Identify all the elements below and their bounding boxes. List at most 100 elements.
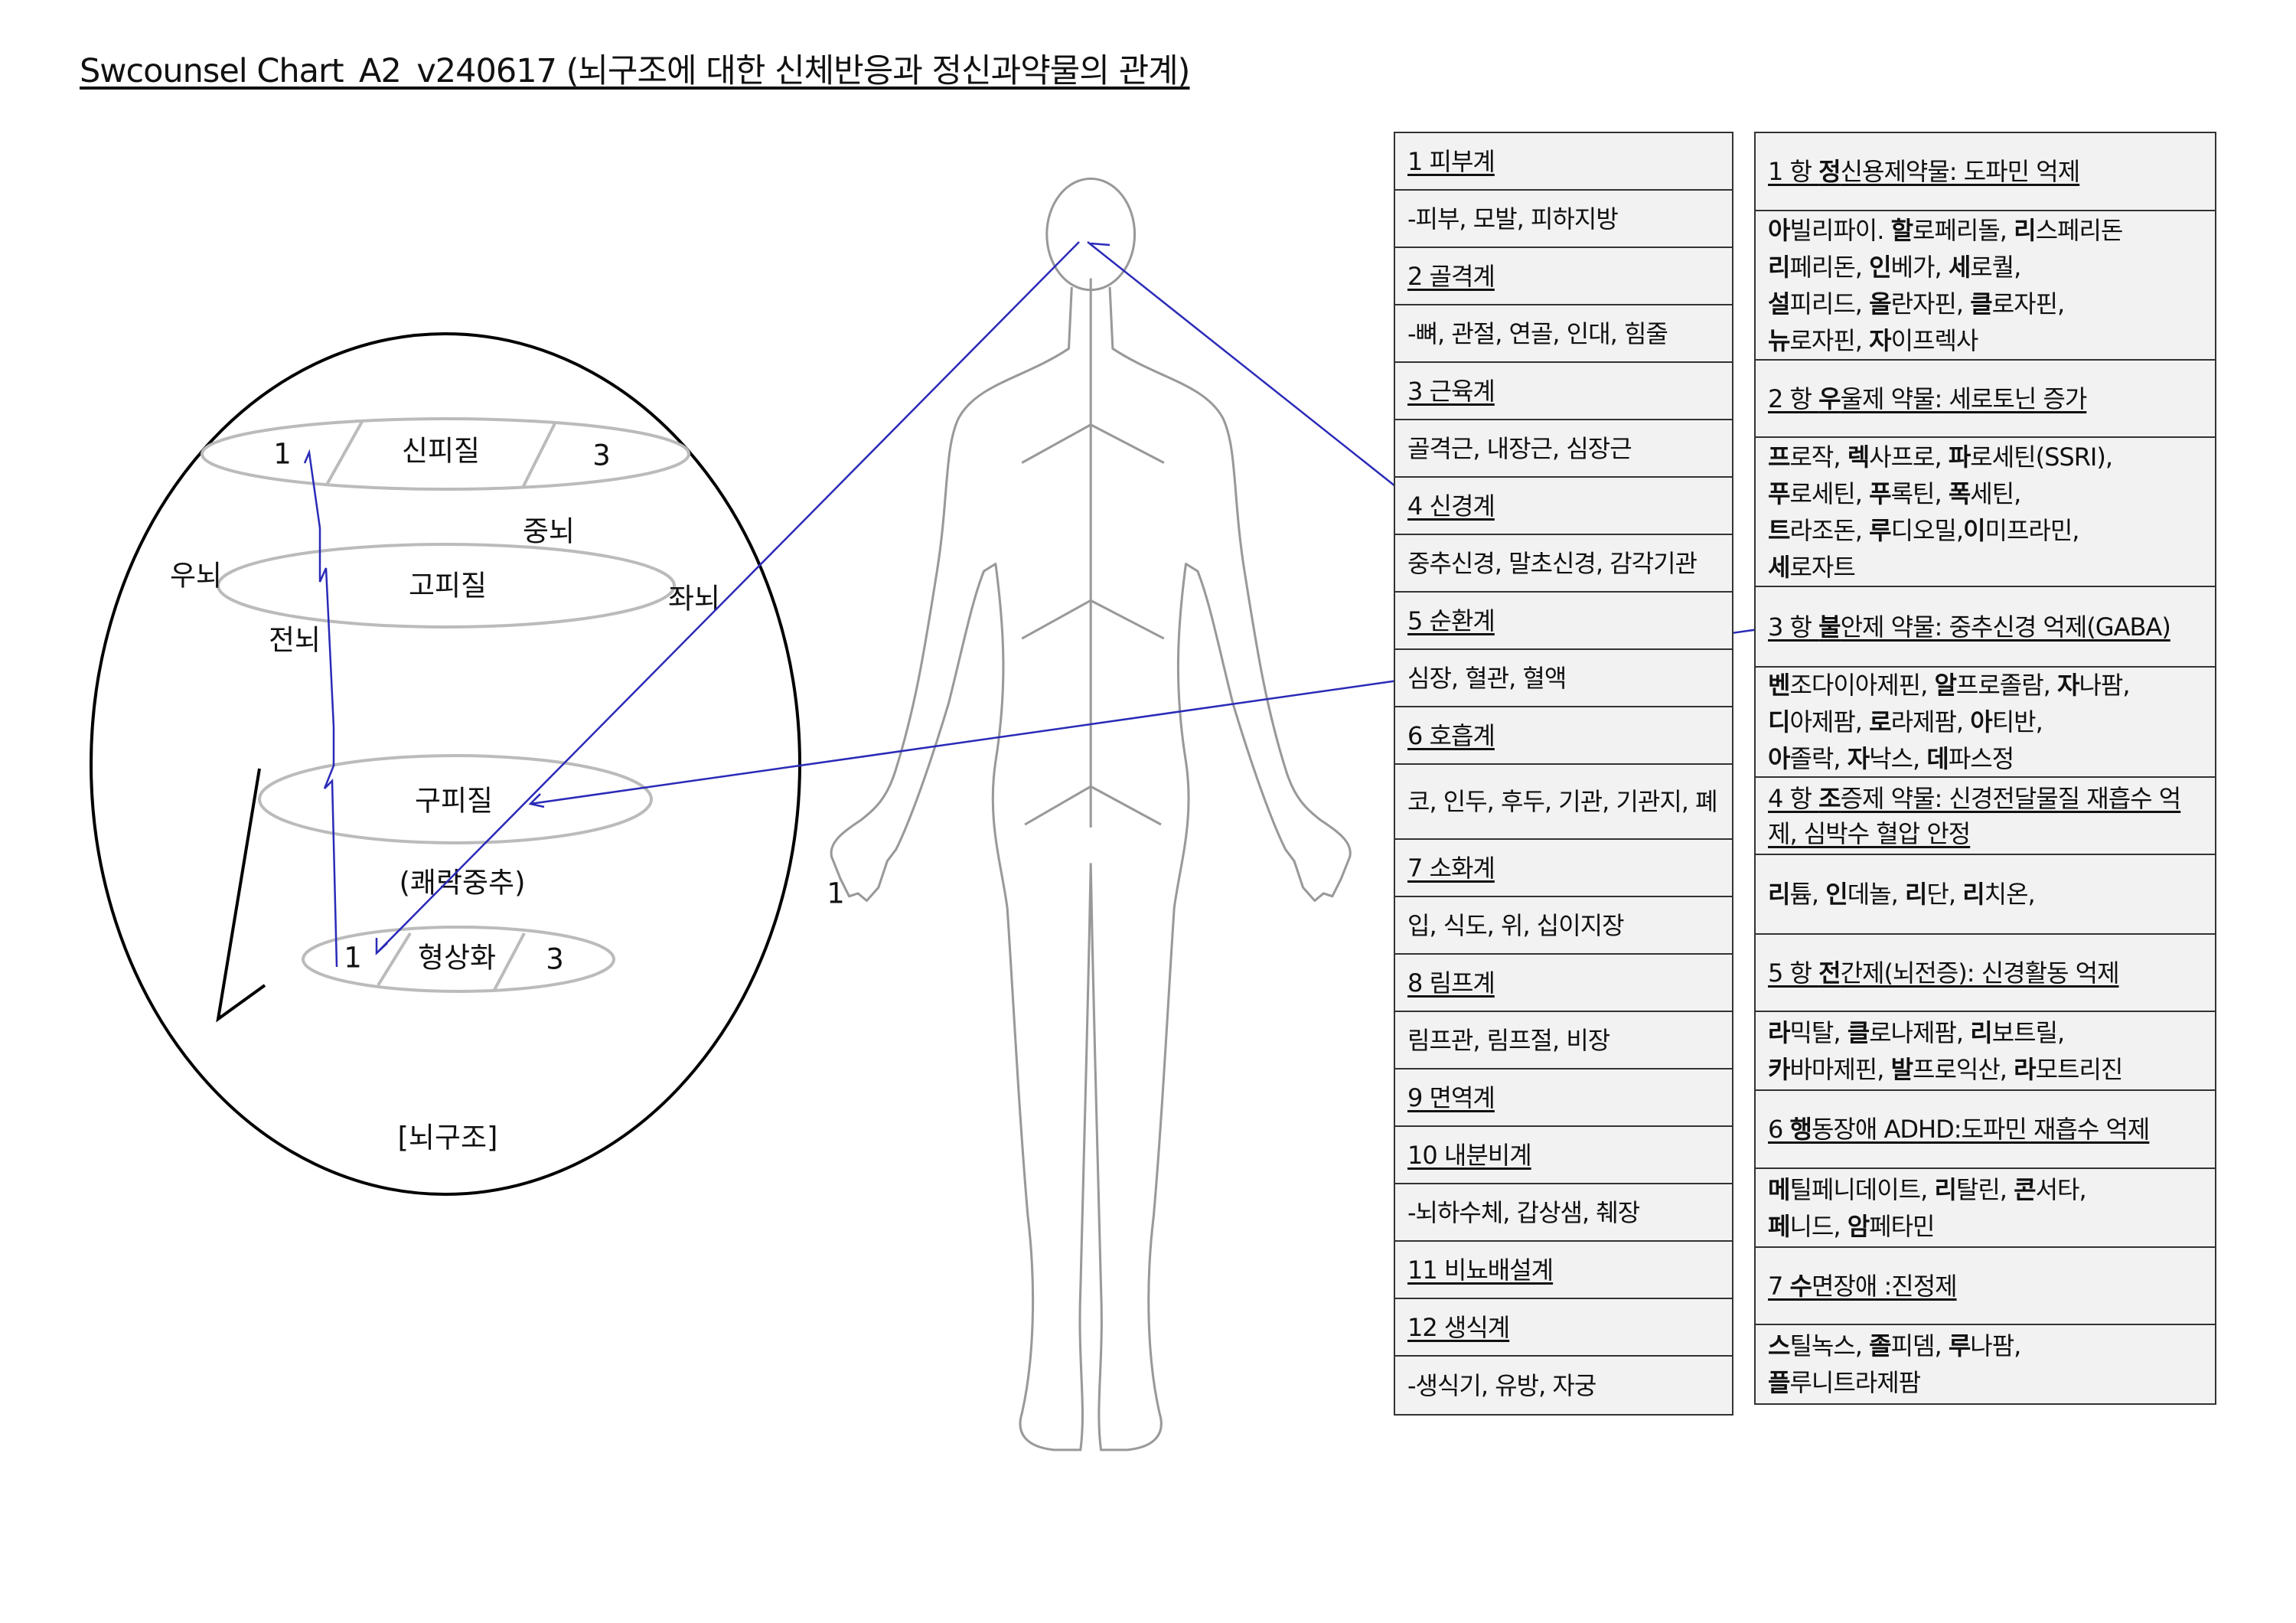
title-rest: 증제 약물: 신경전달물질 재흡수 억제, 심박수 혈압 안정: [1768, 783, 2181, 848]
drug-name-rest: 믹탈,: [1789, 1017, 1848, 1047]
drug-names-line: 아빌리파이. 할로페리돌, 리스페리돈: [1768, 212, 2203, 249]
system-name: 8 림프계: [1407, 968, 1495, 998]
drug-list-row: 리튬, 인데놀, 리단, 리치온,: [1756, 855, 2215, 935]
title-rest: 신용제약물: 도파민 억제: [1840, 157, 2081, 186]
system-detail-row: -생식기, 유방, 자궁: [1395, 1357, 1732, 1414]
drug-name-initial: 세: [1768, 552, 1790, 582]
title-bold-initial: 우: [1818, 384, 1841, 413]
system-header-row: 1 피부계: [1395, 133, 1732, 191]
drug-names-line: 리페리돈, 인베가, 세로퀄,: [1768, 249, 2203, 286]
system-organs: -생식기, 유방, 자궁: [1407, 1370, 1596, 1400]
drug-name-initial: 졸: [1869, 1331, 1891, 1360]
drug-name-rest: 단,: [1926, 880, 1963, 909]
drug-name-initial: 리: [1934, 1174, 1956, 1204]
drug-names-line: 메틸페니데이트, 리탈린, 콘서타,: [1768, 1171, 2203, 1208]
hand-label: 1: [827, 877, 845, 910]
drug-name-rest: 졸락,: [1789, 744, 1848, 773]
neocortex-layer: [201, 417, 690, 491]
drug-names-line: 세로자트: [1768, 549, 2203, 586]
drug-name-rest: 아제팜,: [1789, 707, 1870, 736]
drug-name-rest: 페리돈,: [1789, 252, 1870, 282]
system-header-row: 5 순환계: [1395, 593, 1732, 650]
drug-name-initial: 자: [1847, 744, 1870, 773]
pointer-mark: [216, 768, 266, 1023]
drug-name-rest: 나팜,: [1970, 1331, 2021, 1360]
system-name: 12 생식계: [1407, 1312, 1510, 1342]
system-header-row: 7 소화계: [1395, 840, 1732, 897]
system-detail-row: 코, 인두, 후두, 기관, 기관지, 폐: [1395, 765, 1732, 840]
imaging-right-label: 3: [546, 943, 564, 976]
head-outline: [1045, 177, 1137, 292]
drug-class-title: 3 항 불안제 약물: 중추신경 억제(GABA): [1768, 609, 2203, 645]
drug-name-rest: 보트릴,: [1991, 1017, 2065, 1047]
brain-vertical-connector: [303, 449, 338, 968]
drug-class-header-row: 5 항 전간제(뇌전증): 신경활동 억제: [1756, 935, 2215, 1012]
title-bold-initial: 정: [1818, 157, 1841, 186]
drug-name-rest: 탈린,: [1955, 1174, 2014, 1204]
title-bold-initial: 불: [1818, 612, 1841, 642]
forebrain-label: 전뇌: [269, 624, 321, 657]
title-rest: 동장애 ADHD:도파민 재흡수 억제: [1811, 1115, 2150, 1144]
drug-name-initial: 푸: [1869, 478, 1891, 508]
title-bold-initial: 전: [1818, 958, 1841, 988]
drug-name-initial: 리: [1904, 880, 1927, 909]
paleocortex-layer: [217, 543, 676, 629]
drug-name-rest: 미프라민,: [1985, 515, 2080, 545]
title-rest: 면장애 :진정제: [1811, 1271, 1958, 1301]
drug-name-initial: 라: [2014, 1054, 2036, 1084]
body-systems-table: 1 피부계 -피부, 모발, 피하지방 2 골격계 -뼈, 관절, 연골, 인대, 힘…: [1394, 132, 1733, 1416]
drug-name-initial: 리: [1768, 252, 1790, 282]
drug-name-initial: 아: [1768, 215, 1790, 245]
system-organs: 입, 식도, 위, 십이지장: [1407, 910, 1625, 940]
system-name: 7 소화계: [1407, 853, 1495, 883]
system-name: 5 순환계: [1407, 606, 1495, 635]
drug-name-rest: 나팜,: [2079, 671, 2130, 700]
drug-names-line: 라믹탈, 클로나제팜, 리보트릴,: [1768, 1014, 2203, 1051]
drug-name-initial: 인: [1825, 880, 1848, 909]
drug-class-header-row: 2 항 우울제 약물: 세로토닌 증가: [1756, 361, 2215, 438]
drug-name-initial: 루: [1869, 515, 1891, 545]
drug-name-initial: 데: [1926, 744, 1949, 773]
system-name: 2 골격계: [1407, 261, 1495, 291]
drug-name-initial: 클: [1847, 1017, 1870, 1047]
drug-name-rest: 서타,: [2035, 1174, 2087, 1204]
page-title: Swcounsel Chart_A2_v240617 (뇌구조에 대한 신체반응…: [80, 52, 1190, 90]
drug-class-title: 5 항 전간제(뇌전증): 신경활동 억제: [1768, 955, 2203, 991]
left-brain-label: 좌뇌: [668, 583, 720, 616]
right-brain-label: 우뇌: [170, 560, 222, 593]
pleasure-center-label: (쾌락중추): [399, 867, 525, 900]
system-organs: -피부, 모발, 피하지방: [1407, 204, 1619, 233]
drug-name-initial: 디: [1768, 707, 1790, 736]
system-header-row: 4 신경계: [1395, 478, 1732, 535]
drug-names-line: 리튬, 인데놀, 리단, 리치온,: [1768, 876, 2203, 913]
drug-name-initial: 할: [1890, 215, 1913, 245]
drug-class-header-row: 4 항 조증제 약물: 신경전달물질 재흡수 억제, 심박수 혈압 안정: [1756, 778, 2215, 855]
drug-class-title: 2 항 우울제 약물: 세로토닌 증가: [1768, 381, 2203, 416]
drug-name-initial: 뉴: [1768, 325, 1790, 355]
system-name: 4 신경계: [1407, 491, 1495, 521]
drug-name-rest: 티반,: [1991, 707, 2043, 736]
divider: [492, 932, 526, 992]
drug-name-rest: 란자핀,: [1890, 289, 1971, 318]
drug-name-initial: 파: [1948, 442, 1971, 472]
drug-name-initial: 아: [1970, 707, 1992, 736]
drug-name-initial: 로: [1869, 707, 1891, 736]
drug-names-line: 디아제팜, 로라제팜, 아티반,: [1768, 704, 2203, 740]
imaging-left-label: 1: [344, 942, 362, 975]
archicortex-layer: [258, 754, 653, 844]
pelvis-nerve-branch: [1024, 785, 1162, 826]
system-organs: -뼈, 관절, 연골, 인대, 힘줄: [1407, 318, 1668, 348]
drug-name-rest: 로세틴(SSRI),: [1970, 442, 2113, 472]
title-prefix: 3 항: [1768, 612, 1819, 642]
drug-class-title: 1 항 정신용제약물: 도파민 억제: [1768, 154, 2203, 189]
system-header-row: 9 면역계: [1395, 1069, 1732, 1127]
system-header-row: 2 골격계: [1395, 248, 1732, 305]
paleocortex-label: 고피질: [409, 570, 487, 603]
neocortex-label: 신피질: [402, 435, 480, 468]
drug-name-initial: 라: [1768, 1017, 1790, 1047]
drug-name-initial: 리: [1768, 880, 1790, 909]
title-prefix: 7: [1768, 1271, 1790, 1301]
drug-name-initial: 리: [1970, 1017, 1992, 1047]
